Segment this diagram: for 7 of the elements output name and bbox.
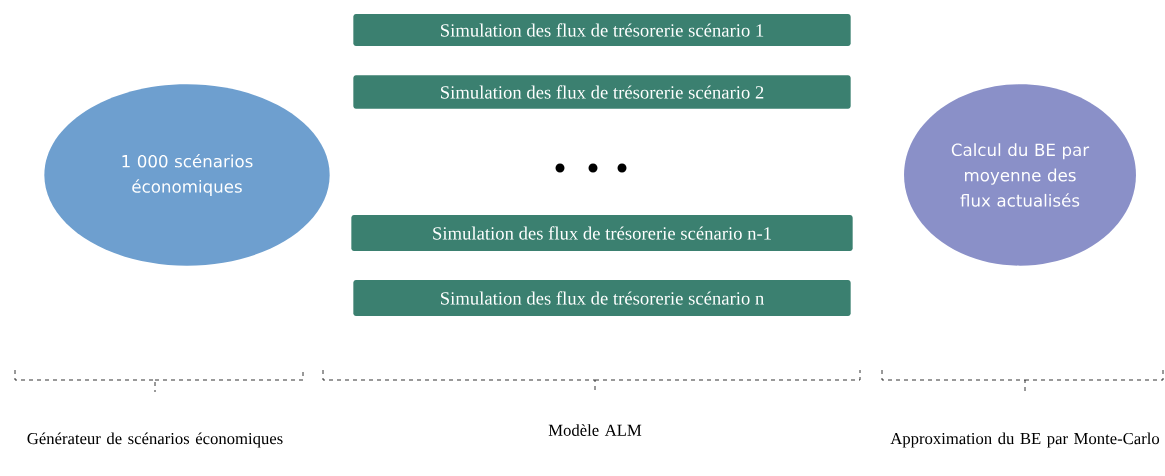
caption-text: Approximation du BE par Monte-Carlo xyxy=(890,432,1160,448)
caption-text: Générateur de scénarios économiques xyxy=(27,432,283,448)
process-box: Simulation des flux de trésorerie scénario 2 xyxy=(353,75,851,109)
process-box: Simulation des flux de trésorerie scénario n-1 xyxy=(351,215,853,251)
caption-text: Modèle ALM xyxy=(548,424,642,436)
process-box: Simulation des flux de trésorerie scénario n xyxy=(353,280,851,316)
process-box: Simulation des flux de trésorerie scénario 1 xyxy=(353,14,851,46)
